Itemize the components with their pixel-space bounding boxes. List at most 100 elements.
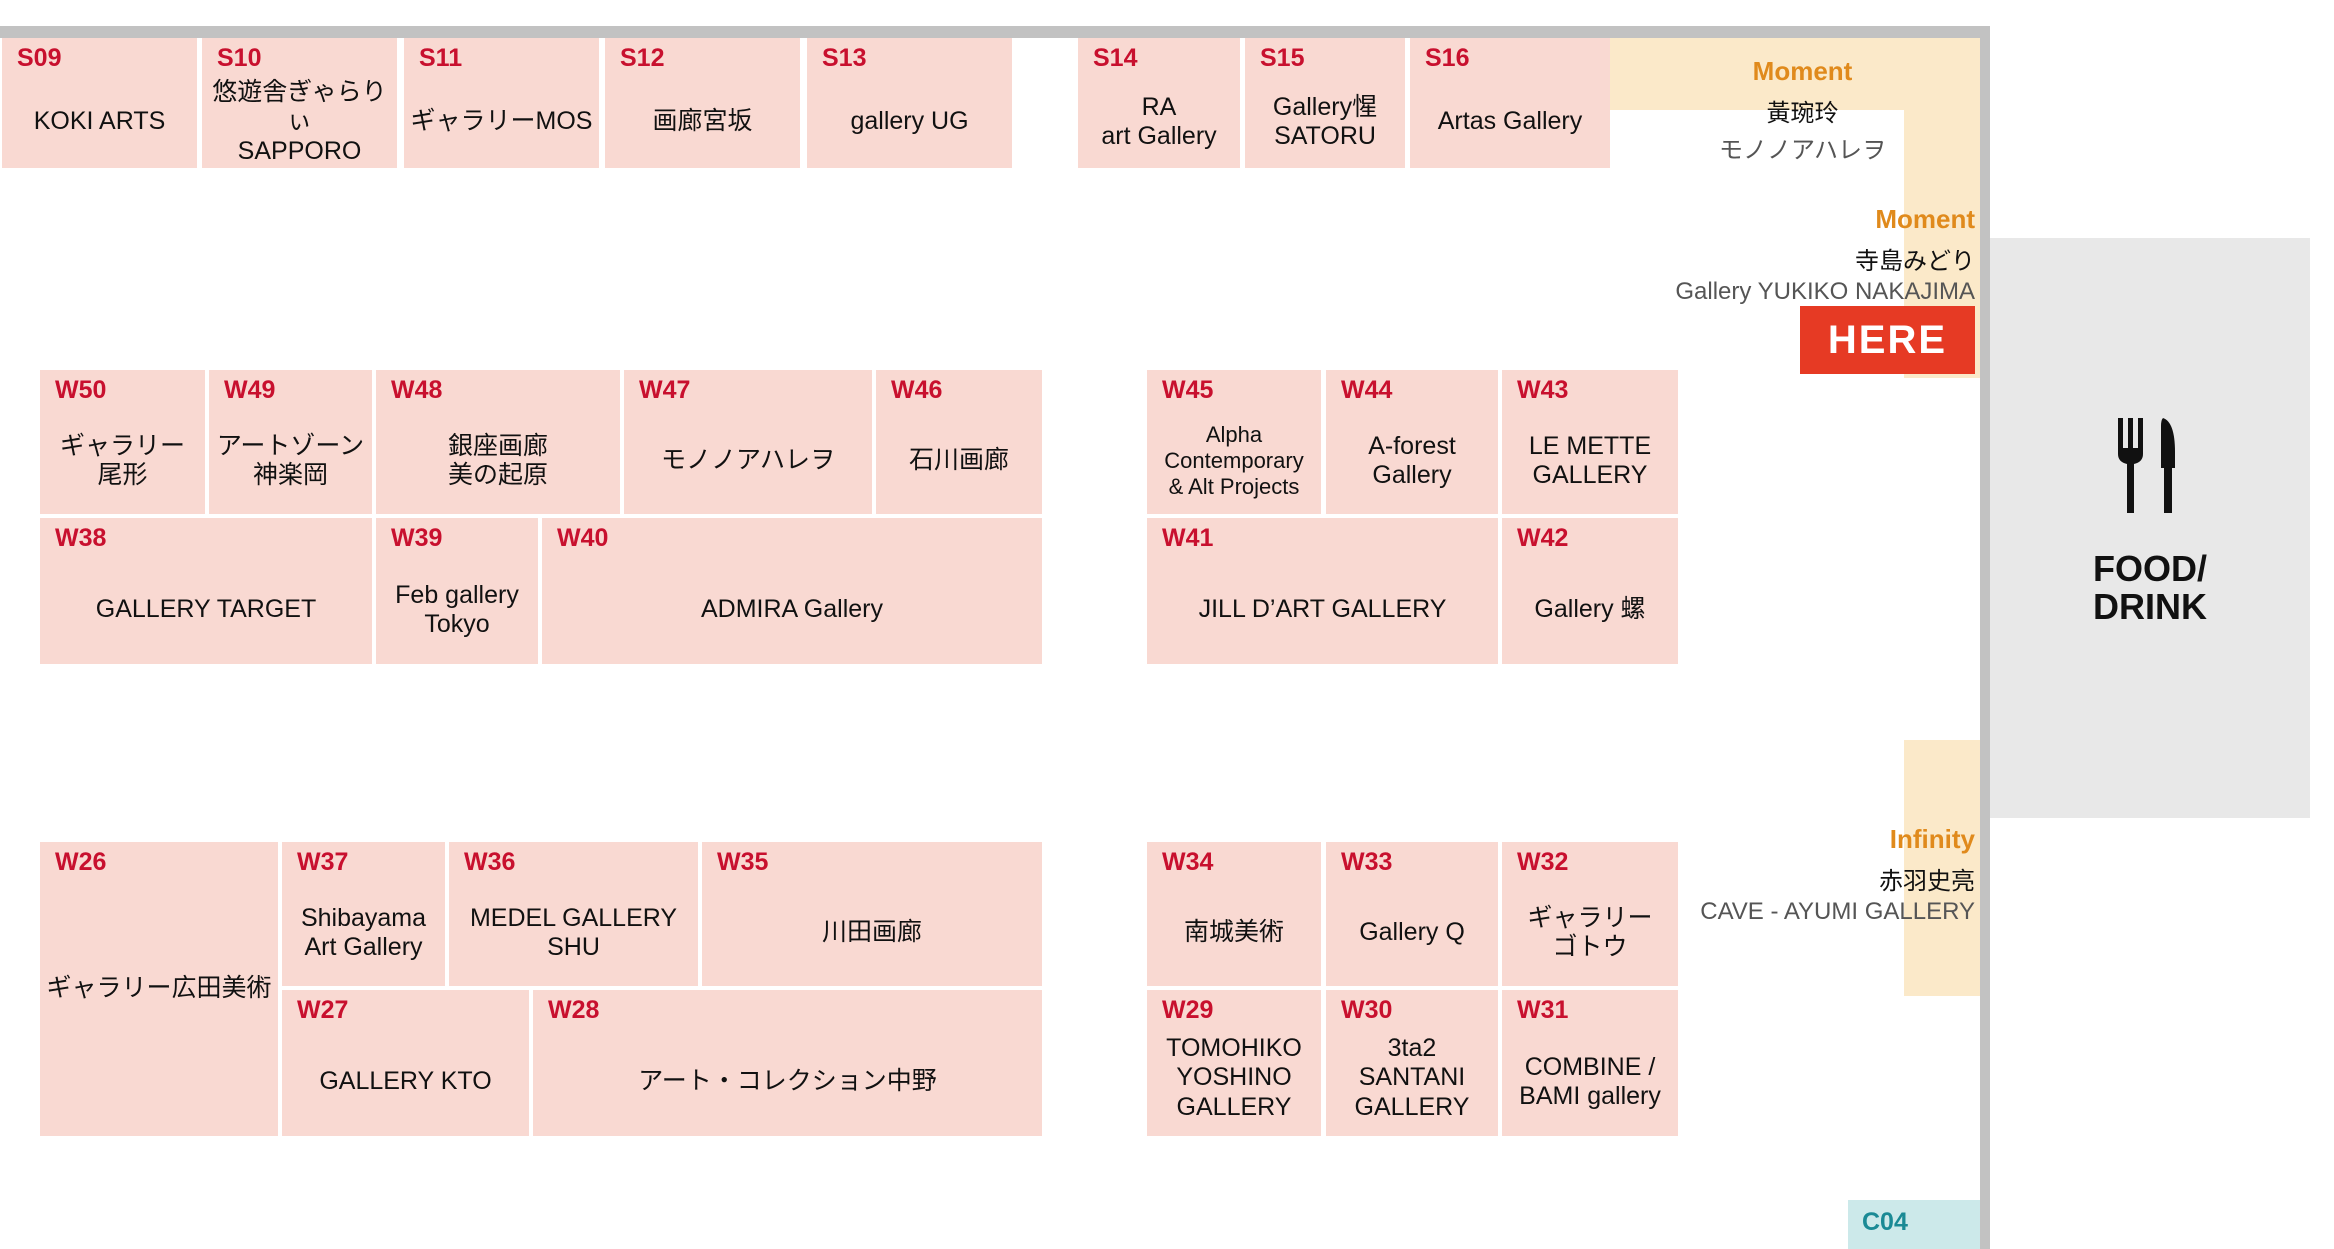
booth-id: S11 — [419, 44, 463, 72]
booth-id: S12 — [620, 44, 665, 72]
booth-name: ギャラリー ゴトウ — [1527, 903, 1653, 962]
booth-name: 南城美術 — [1183, 918, 1284, 947]
booth-id: W45 — [1162, 376, 1214, 404]
here-marker: HERE — [1800, 306, 1975, 374]
booth-s11[interactable]: S11 ギャラリーMOS — [404, 38, 599, 168]
booth-name: COMBINE / BAMI gallery — [1519, 1052, 1661, 1111]
booth-w46[interactable]: W46 石川画廊 — [876, 370, 1042, 514]
booth-name: 画廊宮坂 — [652, 107, 753, 136]
booth-name: GALLERY TARGET — [95, 595, 317, 624]
moment-label: Moment — [1752, 56, 1853, 86]
booth-name: 3ta2 SANTANI GALLERY — [1354, 1033, 1470, 1121]
moment-artist: 寺島みどり — [1855, 248, 1975, 275]
booth-id: W48 — [391, 376, 443, 404]
booth-id: W27 — [297, 996, 349, 1024]
booth-id: W26 — [55, 848, 107, 876]
booth-name: MEDEL GALLERY SHU — [469, 903, 678, 962]
booth-id: W46 — [891, 376, 943, 404]
booth-name: ADMIRA Gallery — [701, 595, 883, 624]
booth-w47[interactable]: W47 モノノアハレヲ — [624, 370, 872, 514]
booth-name: Shibayama Art Gallery — [300, 903, 427, 962]
booth-w32[interactable]: W32 ギャラリー ゴトウ — [1502, 842, 1678, 986]
booth-id: W37 — [297, 848, 349, 876]
booth-id: W44 — [1341, 376, 1393, 404]
booth-id: W40 — [557, 524, 609, 552]
booth-w50[interactable]: W50 ギャラリー 尾形 — [40, 370, 205, 514]
booth-s12[interactable]: S12 画廊宮坂 — [605, 38, 800, 168]
booth-id: W32 — [1517, 848, 1569, 876]
booth-w30[interactable]: W30 3ta2 SANTANI GALLERY — [1326, 990, 1498, 1136]
booth-id: W41 — [1162, 524, 1214, 552]
infinity-zone — [1904, 740, 1980, 996]
booth-name: A-forest Gallery — [1368, 431, 1456, 490]
food-drink-area[interactable]: FOOD/ DRINK — [1990, 238, 2310, 818]
booth-id: W49 — [224, 376, 276, 404]
booth-id: W42 — [1517, 524, 1569, 552]
booth-name: 川田画廊 — [821, 918, 922, 947]
infinity-exhibit: Infinity 赤羽史亮 CAVE - AYUMI GALLERY — [1560, 824, 1975, 926]
moment-1: Moment 黃琬玲 モノノアハレヲ — [1605, 56, 2000, 165]
booth-id: W28 — [548, 996, 600, 1024]
booth-w49[interactable]: W49 アートゾーン 神楽岡 — [209, 370, 372, 514]
booth-id: S14 — [1093, 44, 1138, 72]
booth-name: Gallery 螺 — [1534, 595, 1646, 624]
booth-c04[interactable]: C04 — [1848, 1200, 1980, 1249]
booth-name: 悠遊舎ぎゃらりぃ SAPPORO — [212, 77, 387, 165]
moment-artist: 黃琬玲 — [1766, 100, 1839, 127]
booth-w26[interactable]: W26 ギャラリー広田美術 — [40, 842, 278, 1136]
booth-name: LE METTE GALLERY — [1528, 431, 1652, 490]
booth-name: 銀座画廊 美の起原 — [447, 431, 548, 490]
top-wall — [0, 26, 1988, 38]
booth-id: S10 — [217, 44, 262, 72]
booth-name: Gallery Q — [1359, 918, 1465, 947]
booth-id: W30 — [1341, 996, 1393, 1024]
booth-name: ギャラリーMOS — [410, 107, 593, 136]
booth-id: W47 — [639, 376, 691, 404]
infinity-gallery: CAVE - AYUMI GALLERY — [1700, 898, 1975, 925]
food-drink-label: FOOD/ DRINK — [2093, 548, 2207, 627]
booth-s14[interactable]: S14 RA art Gallery — [1078, 38, 1240, 168]
booth-id: W50 — [55, 376, 107, 404]
booth-name: ギャラリー 尾形 — [59, 431, 185, 490]
booth-id: W31 — [1517, 996, 1569, 1024]
booth-name: Feb gallery Tokyo — [395, 580, 519, 639]
booth-name: ギャラリー広田美術 — [46, 974, 272, 1003]
infinity-label: Infinity — [1889, 824, 1975, 854]
booth-s10[interactable]: S10 悠遊舎ぎゃらりぃ SAPPORO — [202, 38, 397, 168]
booth-id: W39 — [391, 524, 443, 552]
fork-knife-icon — [2115, 418, 2180, 513]
booth-name: 石川画廊 — [908, 446, 1009, 475]
booth-name: アートゾーン 神楽岡 — [216, 431, 365, 490]
booth-name: アート・コレクション中野 — [638, 1067, 937, 1096]
booth-name: RA art Gallery — [1101, 92, 1217, 151]
booth-w28[interactable]: W28 アート・コレクション中野 — [533, 990, 1042, 1136]
booth-id: W33 — [1341, 848, 1393, 876]
booth-name: JILL D’ART GALLERY — [1198, 595, 1447, 624]
booth-id: W43 — [1517, 376, 1569, 404]
booth-w43[interactable]: W43 LE METTE GALLERY — [1502, 370, 1678, 514]
booth-name: GALLERY KTO — [319, 1067, 492, 1096]
booth-name: KOKI ARTS — [33, 107, 166, 136]
booth-w35[interactable]: W35 川田画廊 — [702, 842, 1042, 986]
booth-name: モノノアハレヲ — [660, 446, 835, 475]
booth-id: W35 — [717, 848, 769, 876]
